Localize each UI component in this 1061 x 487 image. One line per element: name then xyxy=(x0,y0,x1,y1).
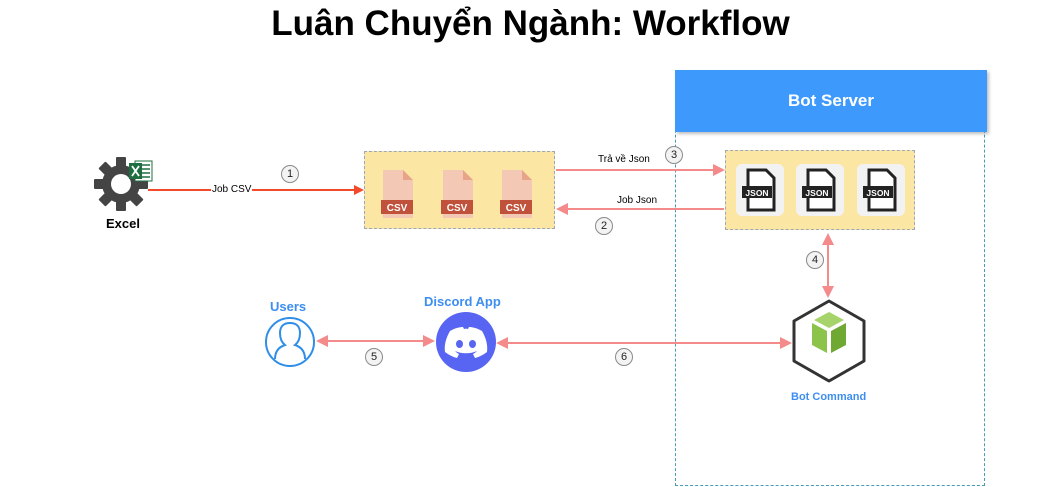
json-label: JSON xyxy=(866,188,889,198)
csv-label: CSV xyxy=(387,203,408,214)
csv-file-icon: CSV xyxy=(441,170,473,218)
step-badge-4: 4 xyxy=(806,251,824,269)
node-cube-icon xyxy=(792,299,866,383)
edge-label-job-json: Job Json xyxy=(617,195,658,206)
step-badge-6: 6 xyxy=(615,348,633,366)
discord-app-label: Discord App xyxy=(424,294,501,309)
bot-server-header: Bot Server xyxy=(675,70,987,132)
edge-label-job-csv: Job CSV xyxy=(211,184,253,195)
step-badge-3: 3 xyxy=(665,146,683,164)
step-badge-2: 2 xyxy=(595,217,613,235)
json-file-icon: JSON xyxy=(736,164,784,216)
step-badge-5: 5 xyxy=(365,348,383,366)
user-icon xyxy=(265,317,315,367)
csv-file-icon: CSV xyxy=(381,170,413,218)
json-label: JSON xyxy=(745,188,768,198)
edge-label-tra-ve-json: Trả về Json xyxy=(598,154,650,165)
json-label: JSON xyxy=(805,188,828,198)
csv-label: CSV xyxy=(447,203,468,214)
step-badge-1: 1 xyxy=(281,165,299,183)
discord-icon xyxy=(436,312,496,372)
json-file-icon: JSON xyxy=(796,164,844,216)
page-title: Luân Chuyển Ngành: Workflow xyxy=(271,4,790,43)
csv-label: CSV xyxy=(506,203,527,214)
csv-file-icon: CSV xyxy=(500,170,532,218)
users-label: Users xyxy=(270,299,307,314)
excel-label: Excel xyxy=(106,216,140,231)
excel-icon xyxy=(129,160,153,182)
json-file-icon: JSON xyxy=(857,164,905,216)
bot-command-label: Bot Command xyxy=(791,391,867,403)
